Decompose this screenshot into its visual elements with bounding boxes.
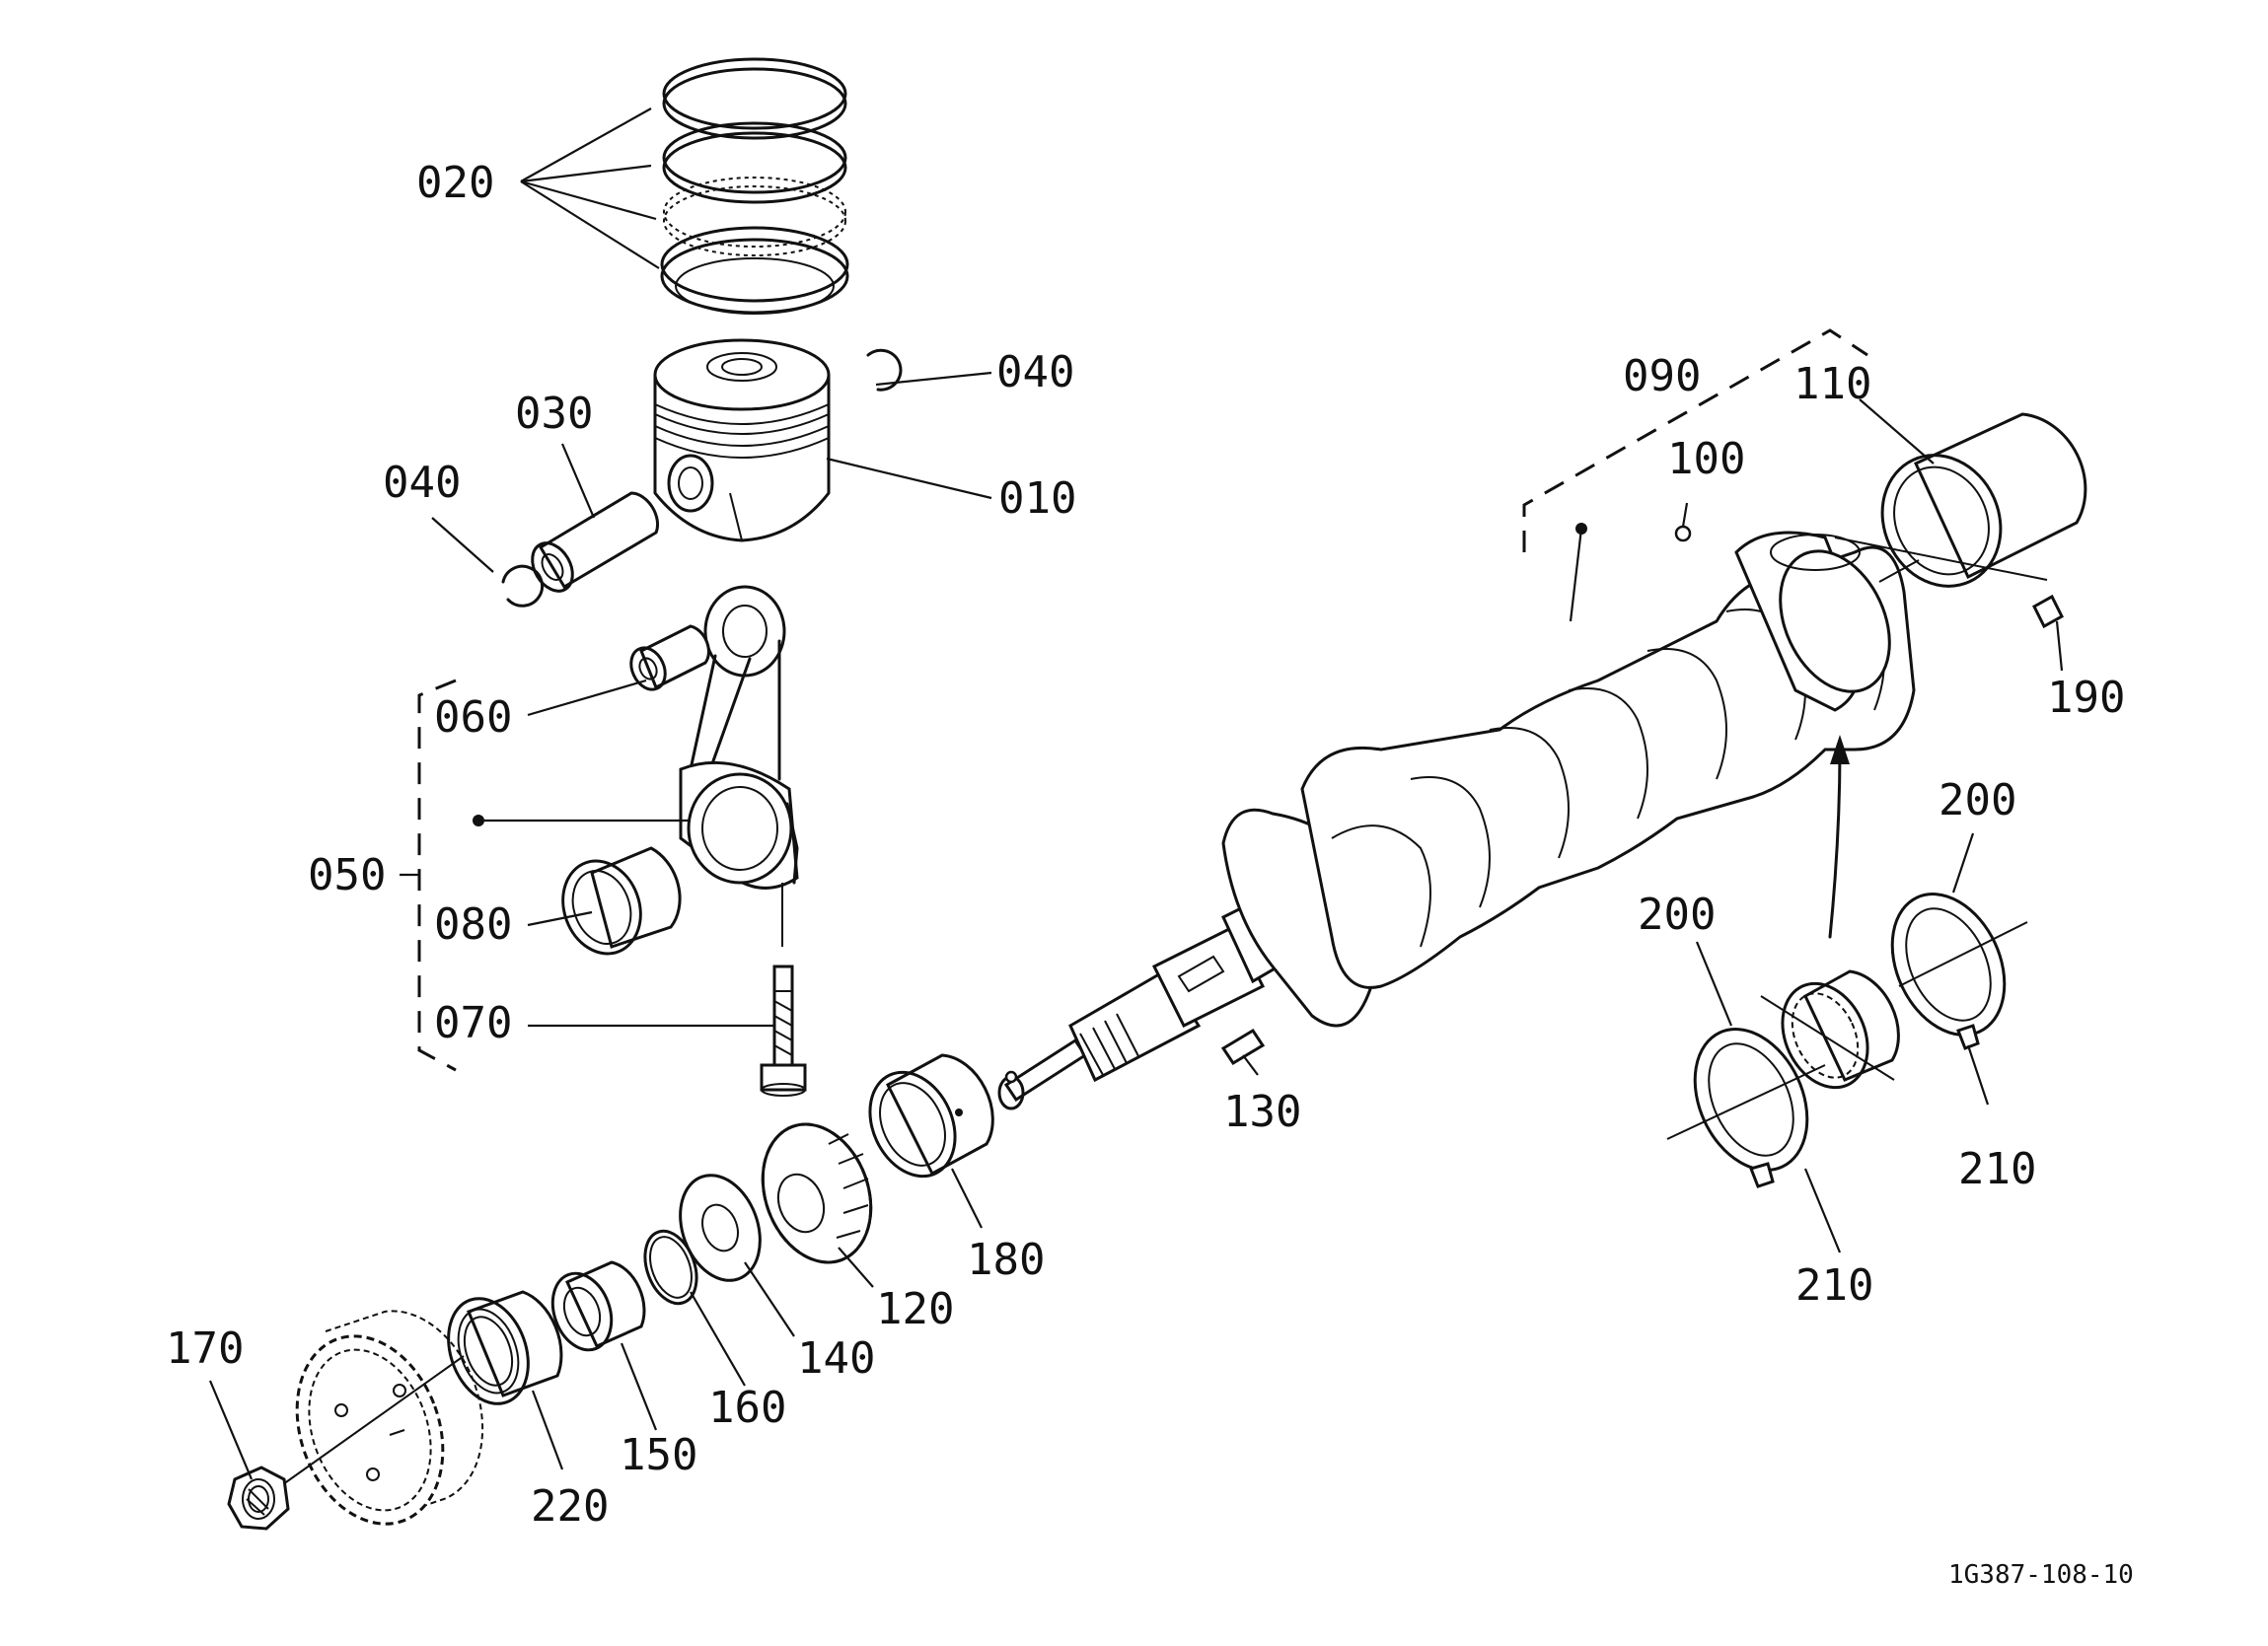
callout-020: 020 xyxy=(416,158,494,208)
callout-120: 120 xyxy=(876,1284,954,1334)
callout-leader-020 xyxy=(520,107,660,269)
oil-plug-100 xyxy=(1674,502,1692,542)
thrust-washer-right xyxy=(1890,893,2028,1050)
callout-150: 150 xyxy=(620,1430,697,1480)
callout-030: 030 xyxy=(515,389,593,439)
callout-leader-120 xyxy=(838,1247,874,1288)
o-ring xyxy=(643,1229,698,1306)
crankpin-bearing xyxy=(561,846,682,956)
crankshaft-nut xyxy=(227,1466,290,1531)
crank-gear xyxy=(761,1122,873,1264)
callout-leader-150 xyxy=(620,1342,658,1431)
callout-160: 160 xyxy=(708,1383,786,1433)
fan-drive-pulley xyxy=(275,1310,484,1526)
callout-180: 180 xyxy=(967,1235,1045,1285)
group-bracket-090 xyxy=(1522,328,1868,552)
callout-leader-110 xyxy=(1859,398,1935,465)
drawing-number: 1G387-108-10 xyxy=(1948,1560,2134,1590)
callout-leader-170 xyxy=(208,1380,254,1480)
main-bearing-rear xyxy=(1760,969,1900,1090)
oil-seal xyxy=(447,1290,563,1405)
callout-110: 110 xyxy=(1793,359,1871,409)
callout-040-right: 040 xyxy=(996,347,1074,397)
callout-leader-220 xyxy=(531,1390,564,1470)
callout-080: 080 xyxy=(434,899,512,950)
callout-leader-180 xyxy=(951,1168,983,1229)
callout-060: 060 xyxy=(434,692,512,743)
piston-rings xyxy=(660,57,849,315)
assembly-arrow xyxy=(1828,735,1850,939)
thrust-washer-left xyxy=(1666,1028,1826,1188)
callout-090: 090 xyxy=(1623,351,1701,401)
callout-leader-090 xyxy=(1569,523,1587,622)
snap-ring-right xyxy=(866,348,903,392)
crankshaft-sleeve xyxy=(550,1260,646,1352)
callout-leader-040-left xyxy=(431,517,494,573)
callout-010: 010 xyxy=(998,473,1076,524)
callout-200-right: 200 xyxy=(1939,775,2016,825)
piston-pin xyxy=(531,491,659,593)
front-main-bearing xyxy=(868,1053,994,1179)
callout-140: 140 xyxy=(797,1333,875,1384)
group-bracket-050 xyxy=(400,679,691,1072)
callout-170: 170 xyxy=(166,1324,244,1374)
callout-050: 050 xyxy=(308,850,386,900)
callout-070: 070 xyxy=(434,998,512,1048)
callout-leader-080 xyxy=(527,910,593,927)
small-end-bushing xyxy=(629,624,710,691)
callout-leaders-200-210 xyxy=(1695,832,1990,1253)
callout-200-left: 200 xyxy=(1638,890,1716,940)
connecting-rod xyxy=(679,585,799,947)
callout-100: 100 xyxy=(1667,434,1745,484)
callout-210-right: 210 xyxy=(1958,1144,2036,1194)
callout-leader-160 xyxy=(690,1291,746,1387)
callout-leader-010 xyxy=(826,457,992,500)
callout-leader-140 xyxy=(744,1261,795,1337)
feather-key xyxy=(1220,1028,1266,1076)
rod-bolt xyxy=(760,965,807,1097)
callout-leader-060 xyxy=(527,679,647,717)
callout-leader-040-right xyxy=(875,371,992,387)
callout-040-left: 040 xyxy=(383,458,461,508)
crankshaft xyxy=(997,531,1920,1110)
callout-190: 190 xyxy=(2047,673,2125,723)
callout-labels: 020 040 030 040 010 060 050 080 070 090 … xyxy=(166,158,2125,1532)
callout-210-left: 210 xyxy=(1795,1260,1873,1311)
callout-220: 220 xyxy=(531,1481,609,1532)
piston xyxy=(653,338,831,542)
dowel-pin-190 xyxy=(2032,594,2064,672)
crankshaft-bushing xyxy=(1834,412,2087,588)
callout-leader-030 xyxy=(560,443,596,519)
callout-130: 130 xyxy=(1223,1087,1301,1137)
crankshaft-collar xyxy=(679,1174,762,1282)
